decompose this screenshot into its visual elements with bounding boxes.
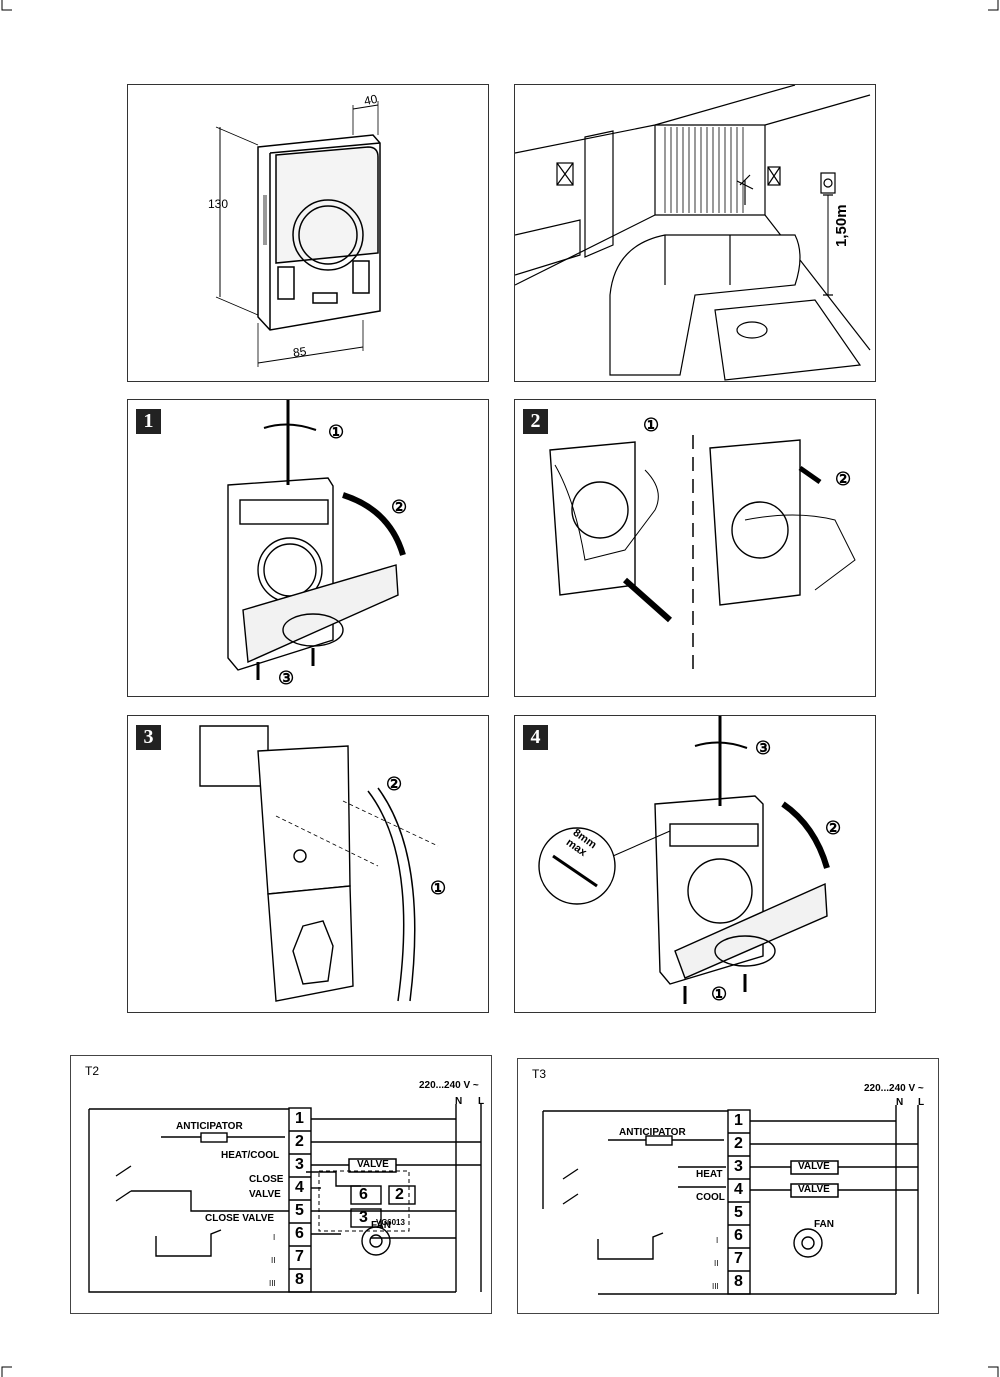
mount-height-label: 1,50m bbox=[833, 204, 850, 247]
speed-2: II bbox=[271, 1256, 276, 1265]
supply-voltage: 220...240 V ~ bbox=[419, 1080, 479, 1091]
terminal-1: 1 bbox=[295, 1110, 304, 1127]
open-cover-drawing bbox=[227, 400, 406, 680]
terminal-3: 3 bbox=[734, 1158, 743, 1175]
terminal-4: 4 bbox=[734, 1181, 743, 1198]
step-4-panel: 4 8mm max ① ② ③ bbox=[514, 715, 876, 1013]
callout-2: ② bbox=[825, 818, 842, 838]
terminal-2: 2 bbox=[734, 1135, 743, 1152]
step-number: 2 bbox=[523, 409, 548, 434]
mount-base-drawing bbox=[199, 725, 439, 1002]
callout-1: ① bbox=[328, 422, 345, 442]
living-room-drawing bbox=[515, 85, 871, 381]
callout-2: ② bbox=[386, 774, 403, 794]
dimension-width: 85 bbox=[292, 344, 308, 360]
speed-3: III bbox=[712, 1282, 719, 1291]
callout-2: ② bbox=[391, 497, 408, 517]
terminal-8: 8 bbox=[734, 1273, 743, 1290]
device-dimensions-panel: 40 130 85 bbox=[127, 84, 489, 382]
callout-3: ③ bbox=[278, 668, 295, 688]
step-number: 3 bbox=[136, 725, 161, 750]
cool-label: COOL bbox=[696, 1192, 725, 1203]
terminal-2: 2 bbox=[295, 1133, 304, 1150]
t2-circuit bbox=[88, 1104, 482, 1293]
anticipator-label: ANTICIPATOR bbox=[619, 1127, 686, 1138]
callout-3: ③ bbox=[755, 738, 772, 758]
terminal-6: 6 bbox=[295, 1225, 304, 1242]
neutral-label: N bbox=[455, 1096, 463, 1107]
t3-circuit bbox=[542, 1105, 919, 1295]
valve-box-label: VALVE bbox=[357, 1159, 389, 1170]
step-1-panel: 1 ① ② ③ bbox=[127, 399, 489, 697]
vc-terminal-2: 2 bbox=[395, 1186, 404, 1203]
vc-model-label: VC6013 bbox=[376, 1218, 405, 1227]
dimension-height: 130 bbox=[208, 197, 229, 211]
heat-label: HEAT bbox=[696, 1169, 723, 1180]
thermostat-drawing bbox=[215, 101, 381, 367]
terminal-5: 5 bbox=[734, 1204, 743, 1221]
room-placement-panel: 1,50m bbox=[514, 84, 876, 382]
live-label: L bbox=[918, 1097, 925, 1108]
speed-2: II bbox=[714, 1259, 719, 1268]
terminal-5: 5 bbox=[295, 1202, 304, 1219]
live-label: L bbox=[478, 1096, 485, 1107]
anticipator-label: ANTICIPATOR bbox=[176, 1121, 243, 1132]
terminal-7: 7 bbox=[734, 1250, 743, 1267]
terminal-4: 4 bbox=[295, 1179, 304, 1196]
speed-3: III bbox=[269, 1279, 276, 1288]
fan-label: FAN bbox=[814, 1219, 834, 1230]
close-valve-label: CLOSE VALVE bbox=[205, 1213, 275, 1224]
step-3-panel: 3 ① ② bbox=[127, 715, 489, 1013]
diagram-title: T3 bbox=[532, 1067, 547, 1081]
valve-label: VALVE bbox=[249, 1189, 281, 1200]
heat-cool-label: HEAT/COOL bbox=[221, 1150, 280, 1161]
callout-2: ② bbox=[835, 469, 852, 489]
callout-1: ① bbox=[711, 984, 728, 1004]
speed-1: I bbox=[716, 1236, 719, 1245]
speed-1: I bbox=[273, 1233, 276, 1242]
terminal-8: 8 bbox=[295, 1271, 304, 1288]
supply-voltage: 220...240 V ~ bbox=[864, 1083, 924, 1094]
step-number: 1 bbox=[136, 409, 161, 434]
fan-label: FAN bbox=[371, 1220, 391, 1231]
step-number: 4 bbox=[523, 725, 548, 750]
valve-box-2-label: VALVE bbox=[798, 1184, 830, 1195]
terminal-7: 7 bbox=[295, 1248, 304, 1265]
callout-1: ① bbox=[643, 415, 660, 435]
wire-and-close-drawing bbox=[538, 716, 830, 1004]
close-label: CLOSE bbox=[249, 1174, 284, 1185]
step-2-panel: 2 ① ② bbox=[514, 399, 876, 697]
wiring-diagram-t2: T2 220...240 V ~ N L bbox=[70, 1055, 492, 1314]
valve-box-1-label: VALVE bbox=[798, 1161, 830, 1172]
wiring-diagram-t3: T3 220...240 V ~ N L ANTICIPATOR HEAT CO… bbox=[517, 1058, 939, 1314]
dimension-depth: 40 bbox=[362, 91, 379, 109]
callout-1: ① bbox=[430, 878, 447, 898]
remove-terminal-drawing bbox=[549, 435, 856, 670]
terminal-3: 3 bbox=[295, 1156, 304, 1173]
terminal-6: 6 bbox=[734, 1227, 743, 1244]
terminal-1: 1 bbox=[734, 1112, 743, 1129]
neutral-label: N bbox=[896, 1097, 904, 1108]
vc-terminal-6: 6 bbox=[359, 1186, 368, 1203]
vc-terminal-3: 3 bbox=[359, 1209, 368, 1226]
diagram-title: T2 bbox=[85, 1064, 100, 1078]
